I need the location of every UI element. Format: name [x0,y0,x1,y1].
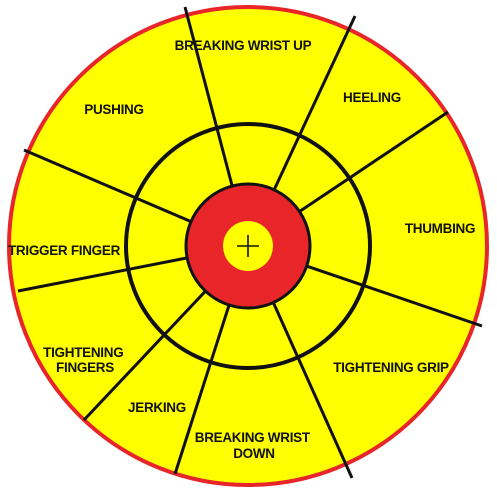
label-tightening-grip: TIGHTENING GRIP [333,360,449,375]
divider-line [82,332,167,422]
inner-divider-line [209,302,232,363]
divider-line [361,283,483,328]
divider-line [297,15,357,138]
label-tightening-fingers: TIGHTENING FINGERS [43,345,127,375]
label-thumbing: THUMBING [405,221,475,236]
inner-divider-line [271,300,300,358]
label-heeling: HEELING [343,90,401,105]
inner-divider-line [163,288,208,336]
divider-line [183,6,219,131]
inner-divider-line [135,196,194,224]
inner-divider-line [127,256,190,271]
segment-dividers [17,6,483,479]
divider-line [173,359,213,475]
label-pushing: PUSHING [84,102,143,117]
label-breaking-wrist-up: BREAKING WRIST UP [175,38,312,53]
divider-line [17,267,131,293]
inner-divider-line [215,127,235,189]
divider-line [23,148,139,201]
divider-line [295,354,354,479]
inner-divider-line [304,263,364,287]
inner-divider-line [297,176,351,214]
label-breaking-wrist-down: BREAKING WRIST DOWN [195,430,314,461]
crosshair-icon [237,235,259,257]
label-trigger-finger: TRIGGER FINGER [8,243,121,258]
inner-segment-dividers [127,127,364,363]
inner-divider-line [271,134,301,193]
divider-line [346,110,449,181]
label-jerking: JERKING [128,400,186,415]
